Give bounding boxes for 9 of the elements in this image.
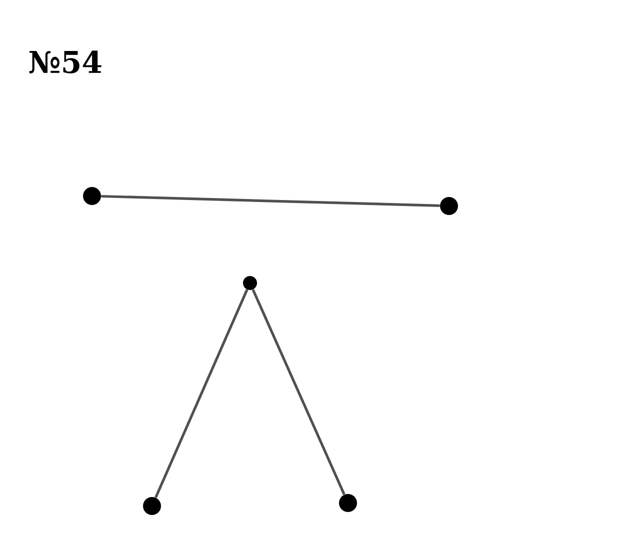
point-dot [243,276,257,290]
line-segment [101,194,440,208]
point-dot [83,186,101,205]
point-dot [143,496,161,515]
problem-number: №54 [29,50,102,74]
point-dot [339,494,357,512]
line-segment [154,289,248,498]
point-dot [440,197,458,215]
line-segment [252,289,346,496]
